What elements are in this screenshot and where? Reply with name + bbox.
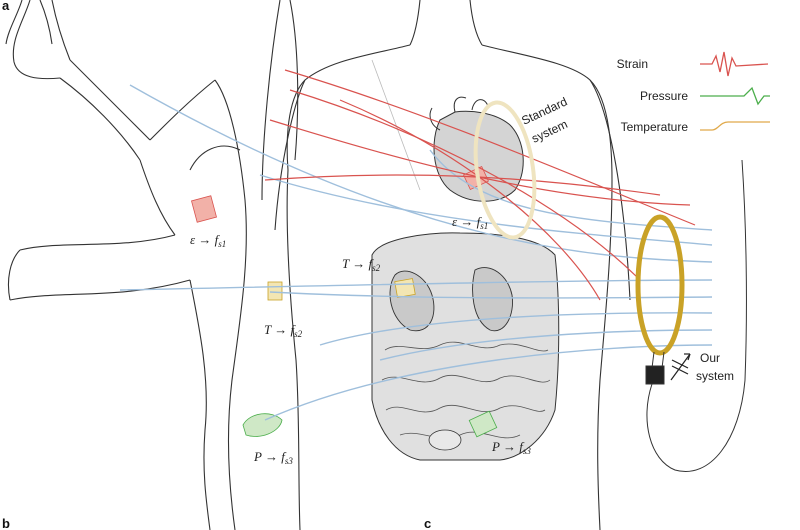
readout-module (645, 365, 665, 385)
svg-text:Our: Our (700, 351, 720, 365)
strain-field-lines (264, 69, 696, 301)
strain-wave-icon (700, 51, 769, 77)
legend-item-temperature: Temperature (621, 120, 770, 134)
svg-text:system: system (696, 369, 734, 383)
guide-line (371, 59, 421, 191)
variable-capacitor-icon (670, 353, 691, 381)
gut-pressure-sensor (468, 410, 498, 438)
pressure-wave-icon (700, 86, 770, 106)
side-pressure-sensor (242, 413, 283, 437)
our-system-coil (635, 159, 747, 472)
our-system-label: Our system (696, 351, 734, 383)
svg-text:P → fs3: P → fs3 (491, 439, 531, 456)
label-t-back: T → fs2 (264, 322, 303, 339)
label-eps-left: ε → fs1 (190, 232, 226, 249)
svg-text:ε → fs1: ε → fs1 (190, 232, 226, 249)
legend-label-pressure: Pressure (640, 89, 688, 103)
side-strain-sensor (191, 195, 217, 223)
label-p-back: P → fs3 (253, 449, 293, 466)
front-body-figure (274, 0, 631, 530)
temperature-wave-icon (700, 121, 770, 131)
label-eps-heart: ε → fs1 (452, 214, 488, 231)
kidney-temperature-sensor (394, 278, 416, 298)
standard-system-coil (473, 100, 537, 240)
svg-text:P → fs3: P → fs3 (253, 449, 293, 466)
svg-text:ε → fs1: ε → fs1 (452, 214, 488, 231)
legend-item-pressure: Pressure (640, 86, 770, 106)
legend: Strain Pressure Temperature (617, 51, 770, 134)
legend-label-temperature: Temperature (621, 120, 689, 134)
svg-text:T → fs2: T → fs2 (342, 256, 381, 273)
legend-label-strain: Strain (617, 57, 648, 71)
svg-text:T → fs2: T → fs2 (264, 322, 303, 339)
panel-label-c: c (424, 516, 431, 530)
panel-label-b: b (2, 516, 10, 530)
legend-item-strain: Strain (617, 51, 769, 77)
magnetic-field-lines (119, 84, 713, 421)
label-t-kidney: T → fs2 (342, 256, 381, 273)
abdomen-organs (371, 232, 560, 461)
side-temperature-sensor (267, 281, 283, 301)
panel-label-a: a (2, 0, 10, 13)
side-body-figure (5, 0, 299, 530)
label-p-gut: P → fs3 (491, 439, 531, 456)
